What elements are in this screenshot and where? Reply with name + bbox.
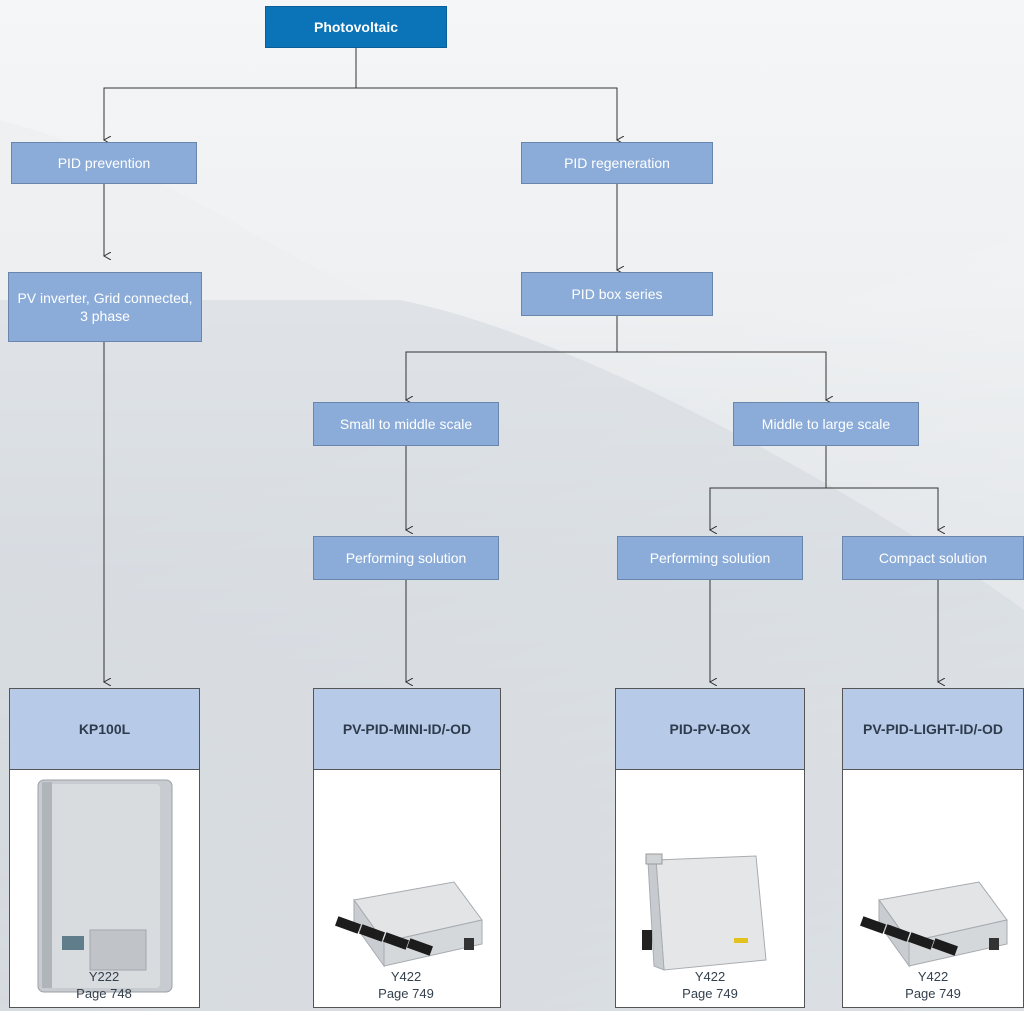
product-reference-pv-pid-mini: Y422 Page 749 [316, 968, 496, 1002]
product-name: KP100L [10, 689, 199, 770]
middle-large-scale-node: Middle to large scale [733, 402, 919, 446]
product-name: PV-PID-MINI-ID/-OD [314, 689, 500, 770]
product-page: Page 749 [682, 986, 738, 1001]
product-card-kp100l: KP100L [9, 688, 200, 1008]
product-card-pid-pv-box: PID-PV-BOX [615, 688, 805, 1008]
product-name: PID-PV-BOX [616, 689, 804, 770]
junction-box-icon [843, 770, 1023, 1010]
pv-inverter-line2: 3 phase [80, 308, 130, 324]
pid-box-series-node: PID box series [521, 272, 713, 316]
product-model: Y422 [694, 969, 726, 984]
product-reference-pid-pv-box: Y422 Page 749 [620, 968, 800, 1002]
product-page: Page 749 [378, 986, 434, 1001]
root-node: Photovoltaic [265, 6, 447, 48]
product-card-pv-pid-mini: PV-PID-MINI-ID/-OD [313, 688, 501, 1008]
product-name: PV-PID-LIGHT-ID/-OD [843, 689, 1023, 770]
pid-regeneration-node: PID regeneration [521, 142, 713, 184]
pv-inverter-node: PV inverter, Grid connected, 3 phase [8, 272, 202, 342]
performing-solution-node-1: Performing solution [313, 536, 499, 580]
product-reference-kp100l: Y222 Page 748 [14, 968, 194, 1002]
pid-prevention-node: PID prevention [11, 142, 197, 184]
cabinet-box-icon [616, 770, 804, 1010]
small-middle-scale-node: Small to middle scale [313, 402, 499, 446]
junction-box-icon [314, 770, 500, 1010]
product-page: Page 748 [76, 986, 132, 1001]
pv-inverter-line1: PV inverter, Grid connected, [17, 290, 193, 306]
product-reference-pv-pid-light: Y422 Page 749 [843, 968, 1023, 1002]
product-card-pv-pid-light: PV-PID-LIGHT-ID/-OD [842, 688, 1024, 1008]
inverter-unit-icon [10, 770, 199, 1010]
product-model: Y422 [917, 969, 949, 984]
product-model: Y222 [88, 969, 120, 984]
performing-solution-node-2: Performing solution [617, 536, 803, 580]
product-model: Y422 [390, 969, 422, 984]
compact-solution-node: Compact solution [842, 536, 1024, 580]
product-page: Page 749 [905, 986, 961, 1001]
